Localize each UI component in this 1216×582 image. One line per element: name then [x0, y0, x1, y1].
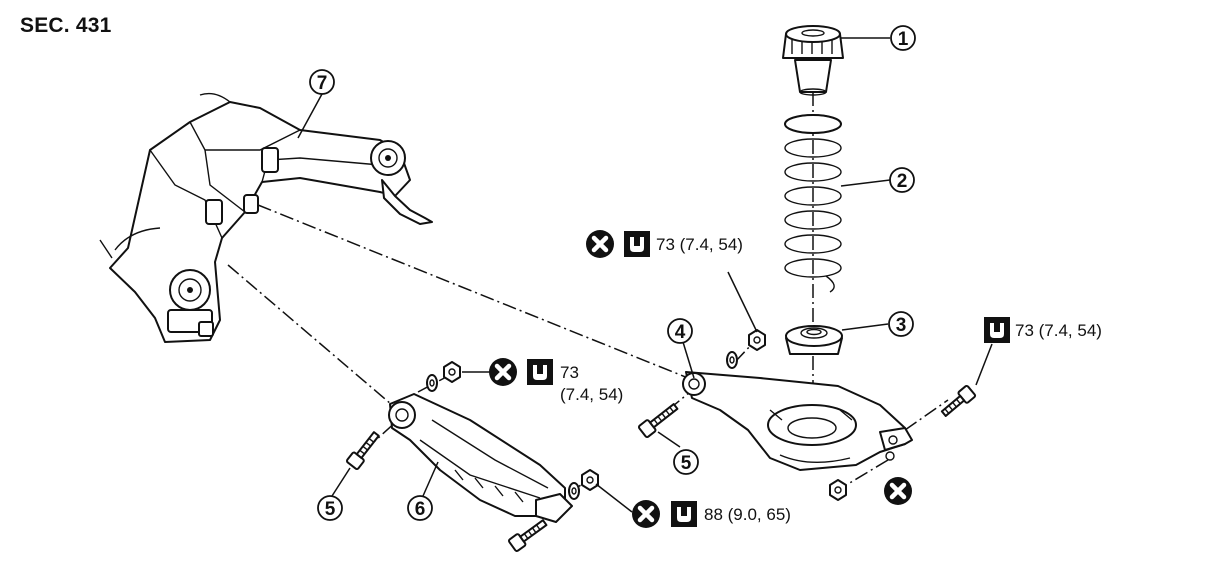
leader-line: [840, 179, 891, 187]
section-label: SEC. 431: [20, 14, 112, 37]
svg-text:4: 4: [675, 322, 686, 343]
assembly-line: [227, 264, 399, 411]
torque-wrench-icon: [671, 501, 697, 527]
leader-line: [297, 93, 323, 139]
torque-wrench-icon: [624, 231, 650, 257]
do-not-reuse-icon: [884, 477, 912, 505]
washer: [568, 482, 580, 500]
callout-2: 2: [889, 167, 915, 193]
do-not-reuse-icon: [586, 230, 614, 258]
leader-line: [727, 271, 758, 333]
suspension-arm: [388, 393, 573, 523]
suspension-member: [99, 92, 433, 343]
callout-1: 1: [890, 25, 916, 51]
washer: [426, 374, 438, 392]
coil-spring: [784, 114, 842, 293]
spring-seat: [785, 325, 843, 355]
bolt: [508, 519, 548, 552]
svg-text:5: 5: [325, 499, 336, 520]
nut: [581, 469, 599, 491]
bolt: [637, 403, 679, 439]
bolt: [940, 384, 977, 417]
svg-text:6: 6: [415, 499, 426, 520]
torque-wrench-icon: [984, 317, 1010, 343]
assembly-line: [847, 459, 889, 485]
assembly-line: [904, 399, 949, 431]
leader-line: [331, 467, 351, 497]
torque-spec-bottom: 88 (9.0, 65): [632, 500, 791, 528]
torque-spec-mid: 73 (7.4, 54): [489, 358, 623, 404]
svg-text:73 (7.4, 54): 73 (7.4, 54): [1015, 321, 1102, 340]
callout-3: 3: [888, 311, 914, 337]
callout-4: 4: [667, 318, 693, 344]
svg-text:1: 1: [898, 29, 909, 50]
leader-line: [657, 431, 681, 448]
leader-line: [422, 461, 439, 497]
nut: [829, 479, 847, 501]
no-reuse-nut-lower: [884, 477, 912, 505]
leader-line: [975, 343, 993, 386]
svg-text:88 (9.0, 65): 88 (9.0, 65): [704, 505, 791, 524]
torque-spec-right: 73 (7.4, 54): [984, 317, 1102, 343]
svg-text:5: 5: [681, 453, 692, 474]
bound-bumper: [782, 25, 844, 96]
nut: [443, 361, 461, 383]
fasteners: [345, 329, 977, 552]
svg-text:(7.4, 54): (7.4, 54): [560, 385, 623, 404]
leader-line: [682, 341, 695, 379]
callout-7: 7: [309, 69, 335, 95]
do-not-reuse-icon: [632, 500, 660, 528]
callout-5-right: 5: [673, 449, 699, 475]
do-not-reuse-icon: [489, 358, 517, 386]
torque-spec-upper: 73 (7.4, 54): [586, 230, 743, 258]
washer: [726, 351, 738, 369]
torque-wrench-icon: [527, 359, 553, 385]
bolt: [345, 431, 380, 471]
assembly-line: [257, 204, 689, 379]
lower-link: [682, 371, 913, 471]
leader-line: [595, 483, 633, 513]
svg-text:73 (7.4, 54): 73 (7.4, 54): [656, 235, 743, 254]
svg-text:2: 2: [897, 171, 908, 192]
svg-text:73: 73: [560, 363, 579, 382]
callout-5-left: 5: [317, 495, 343, 521]
svg-text:7: 7: [317, 73, 328, 94]
nut: [748, 329, 766, 351]
svg-text:3: 3: [896, 315, 907, 336]
callout-6: 6: [407, 495, 433, 521]
leader-line: [841, 323, 889, 331]
